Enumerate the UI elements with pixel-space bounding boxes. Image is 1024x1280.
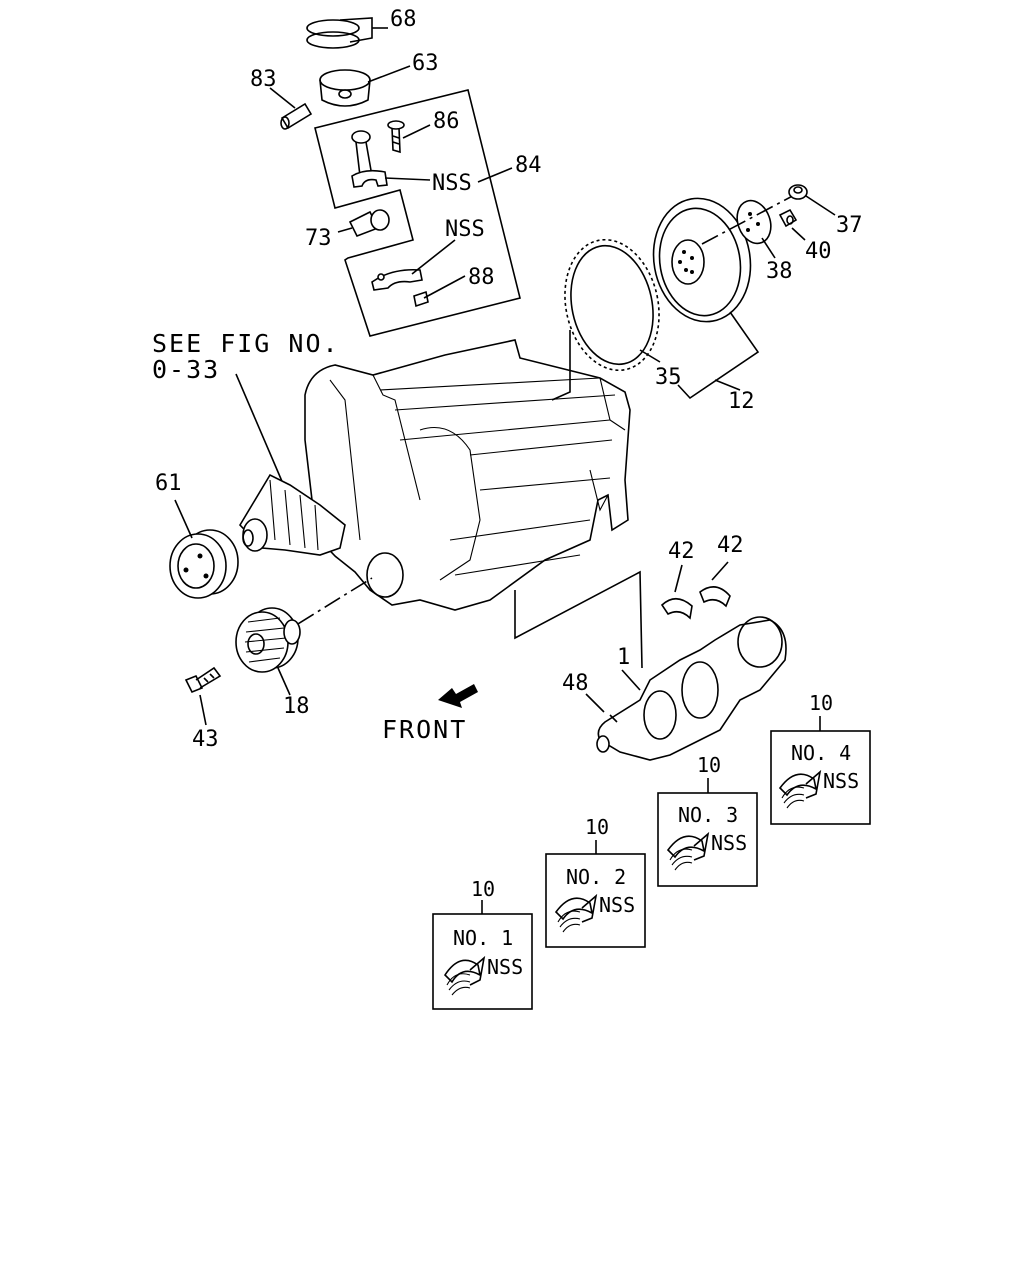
callout-bushing: 73 [305,226,332,251]
callout-thrust-washer-b: 42 [717,533,744,558]
piston-pin [269,87,313,130]
callout-bolt-rod: 86 [433,109,460,134]
engine-block [304,339,631,611]
callout-plate: 38 [766,259,793,284]
thrust-washer-b [699,561,731,608]
bearing-box-1 [432,900,533,1010]
bearing-3-callout: 10 [697,753,721,777]
damper [235,607,301,696]
bearing-1-callout: 10 [471,877,495,901]
rod-assembly-frame [314,89,521,337]
flywheel [652,197,752,323]
callout-washer-bolt: 40 [805,239,832,264]
bearing-4-nss: NSS [823,769,859,793]
callout-nut: 88 [468,265,495,290]
bearing-4-callout: 10 [809,691,833,715]
nss-cap: NSS [445,217,485,242]
callout-pin: 83 [250,67,277,92]
callout-bolt-damper: 43 [192,727,219,752]
callout-ring-gear: 35 [655,365,682,390]
washer-bolt [778,208,806,241]
bearing-1-nss: NSS [487,955,523,979]
bearing-3-nss: NSS [711,831,747,855]
bearing-box-2 [545,840,646,948]
ring-gear [564,238,661,372]
bearing-2-nss: NSS [599,893,635,917]
flywheel-plate [701,191,801,259]
callout-piston: 63 [412,51,439,76]
piston [319,65,411,107]
callout-flywheel-bolt: 37 [836,213,863,238]
callout-crankshaft: 1 [617,645,630,670]
front-arrow-icon [438,684,478,708]
rod-cap [371,239,466,308]
damper-bolt [184,666,222,726]
reference-line2: 0-33 [152,355,220,384]
callout-rod-assembly: 84 [515,153,542,178]
bearing-box-3 [657,778,758,887]
callout-key: 48 [562,671,589,696]
nss-rod: NSS [432,171,472,196]
callout-pulley: 61 [155,471,182,496]
bearing-3-label: NO. 3 [678,803,738,827]
crankshaft [596,616,787,761]
bushing [337,209,390,238]
callout-thrust-washer-a: 42 [668,539,695,564]
bearing-box-4 [770,716,871,825]
bearing-4-label: NO. 4 [791,741,851,765]
pump-bracket [238,473,346,556]
pulley [169,499,239,599]
bearing-1-label: NO. 1 [453,926,513,950]
front-label: FRONT [382,715,467,744]
reference-line1: SEE FIG NO. [152,329,340,358]
rod-bolt [387,120,431,154]
callout-flywheel-assembly: 12 [728,389,755,414]
bearing-2-label: NO. 2 [566,865,626,889]
bearing-2-callout: 10 [585,815,609,839]
flywheel-bolt [788,184,836,216]
piston-rings [306,17,388,49]
thrust-washer-a [660,564,693,620]
callout-damper: 18 [283,694,310,719]
connecting-rod [351,130,388,188]
callout-ring: 68 [390,7,417,32]
